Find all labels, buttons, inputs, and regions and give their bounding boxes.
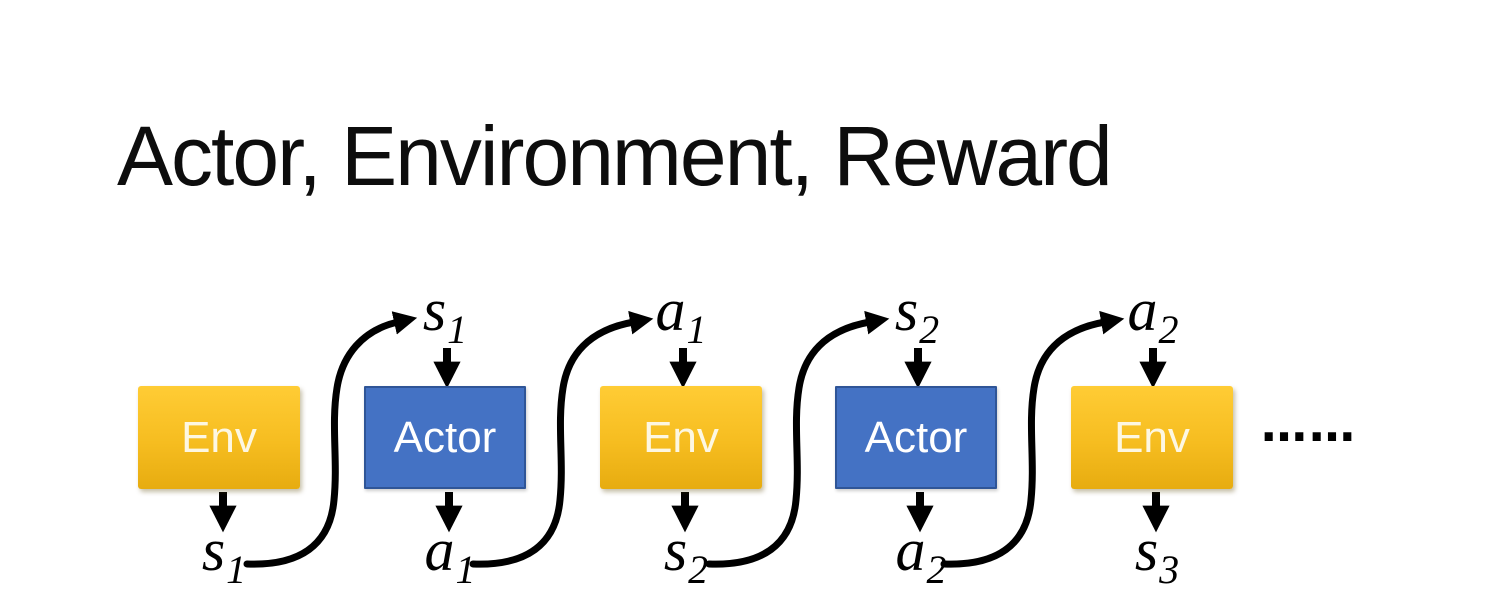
curve-arrow-a2 xyxy=(940,310,1125,568)
label-base: a xyxy=(424,517,455,583)
label-base: s xyxy=(201,517,226,583)
label-subscript: 2 xyxy=(1158,307,1179,352)
slide-title: Actor, Environment, Reward xyxy=(117,109,1113,203)
label-base: a xyxy=(895,517,926,583)
label-base: s xyxy=(894,277,919,343)
label-top-a2: a2 xyxy=(1128,280,1179,350)
actor-box-1: Actor xyxy=(364,386,526,489)
label-subscript: 2 xyxy=(688,547,709,592)
label-top-s2: s2 xyxy=(895,280,939,350)
curve-arrow-a1 xyxy=(469,310,654,568)
label-bottom-s1: s1 xyxy=(202,520,246,590)
label-base: s xyxy=(663,517,688,583)
label-subscript: 2 xyxy=(919,307,940,352)
label-top-a1: a1 xyxy=(656,280,707,350)
label-subscript: 1 xyxy=(447,307,468,352)
label-base: s xyxy=(422,277,447,343)
label-subscript: 3 xyxy=(1159,547,1180,592)
label-subscript: 2 xyxy=(926,547,947,592)
ellipsis-dots: …… xyxy=(1261,398,1357,452)
label-top-s1: s1 xyxy=(423,280,467,350)
label-base: a xyxy=(655,277,686,343)
env-box-1: Env xyxy=(138,386,300,489)
label-bottom-s2: s2 xyxy=(664,520,708,590)
actor-box-2: Actor xyxy=(835,386,997,489)
label-base: s xyxy=(1134,517,1159,583)
label-subscript: 1 xyxy=(455,547,476,592)
label-subscript: 1 xyxy=(686,307,707,352)
label-bottom-s3: s3 xyxy=(1135,520,1179,590)
curve-arrow-s2 xyxy=(705,310,890,568)
env-box-3: Env xyxy=(1071,386,1233,489)
label-bottom-a2: a2 xyxy=(896,520,947,590)
label-bottom-a1: a1 xyxy=(425,520,476,590)
env-box-2: Env xyxy=(600,386,762,489)
curve-arrow-s1 xyxy=(243,311,418,568)
label-base: a xyxy=(1127,277,1158,343)
label-subscript: 1 xyxy=(226,547,247,592)
